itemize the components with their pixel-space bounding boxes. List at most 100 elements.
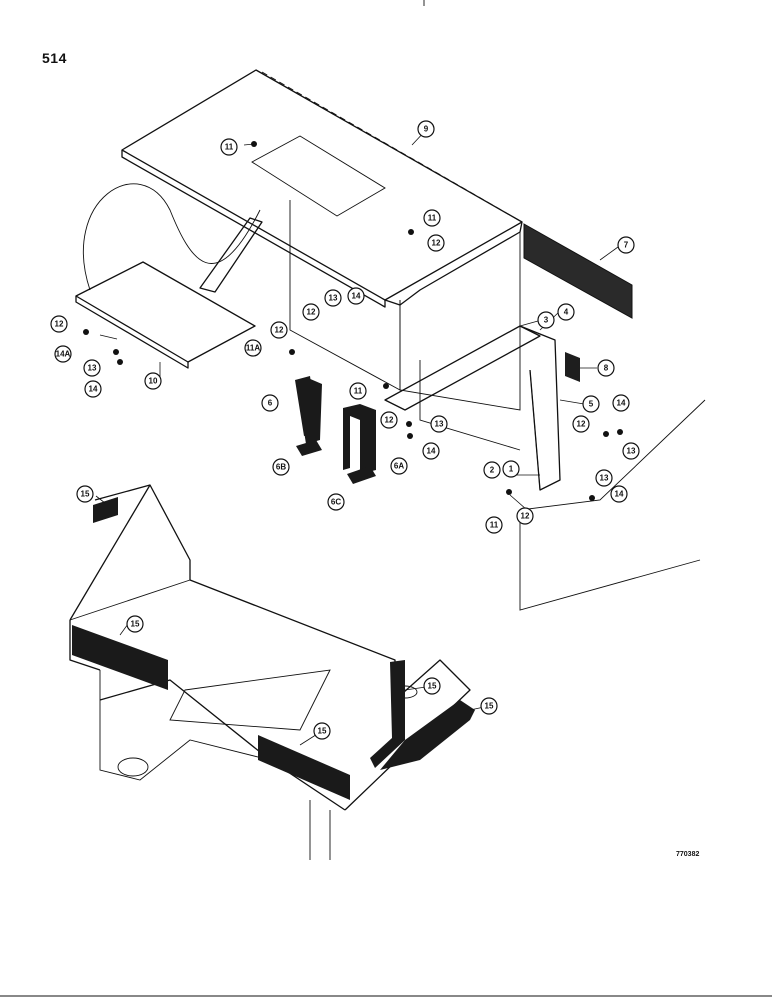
callout-14-a: 14 [347,287,365,305]
bracket-rail [384,325,561,491]
lower-frame [69,484,471,860]
callout-15-b: 15 [126,615,144,633]
callout-11a: 11A [244,339,262,357]
callout-11-bot: 11 [485,516,503,534]
isolator-6a [343,404,376,474]
svg-text:13: 13 [329,294,338,303]
svg-text:13: 13 [435,420,444,429]
callout-12-left: 12 [50,315,68,333]
svg-text:11A: 11A [246,344,260,353]
svg-text:5: 5 [589,400,594,409]
svg-text:12: 12 [55,320,64,329]
callout-14a: 14A [54,345,72,363]
isolator-6b [296,440,322,456]
callout-15-e: 15 [313,722,331,740]
svg-text:15: 15 [318,727,327,736]
callout-13-d: 13 [595,469,613,487]
callout-12-c: 12 [380,411,398,429]
callout-6c: 6C [327,493,345,511]
callout-10: 10 [144,372,162,390]
callout-12-a: 12 [270,321,288,339]
svg-text:4: 4 [564,308,569,317]
isolator-6c [347,466,376,484]
svg-text:3: 3 [544,316,549,325]
callout-2: 2 [483,461,501,479]
svg-text:15: 15 [428,682,437,691]
callout-12-mid: 12 [427,234,445,252]
svg-text:12: 12 [307,308,316,317]
callout-12-e: 12 [516,507,534,525]
svg-text:1: 1 [509,465,514,474]
svg-text:12: 12 [385,416,394,425]
insulation-pad [523,223,633,319]
callout-11-low: 11 [349,382,367,400]
callout-1: 1 [502,460,520,478]
callout-14-c: 14 [612,394,630,412]
callout-12-d: 12 [572,415,590,433]
svg-text:13: 13 [627,447,636,456]
rubber-strip-b [72,625,168,690]
svg-text:13: 13 [88,364,97,373]
svg-text:11: 11 [428,214,437,223]
figure-code: 770382 [676,851,700,858]
svg-text:12: 12 [521,512,530,521]
svg-text:12: 12 [432,239,441,248]
callout-8: 8 [597,359,615,377]
isolator-6 [295,376,322,444]
rubber-strip-d [370,660,405,768]
page-number: 514 [42,50,67,66]
svg-text:15: 15 [81,490,90,499]
rubber-strip-c [258,735,350,800]
front-panel [289,200,523,451]
svg-text:11: 11 [490,521,499,530]
callout-12-b: 12 [302,303,320,321]
svg-text:15: 15 [131,620,140,629]
svg-text:6A: 6A [394,462,404,471]
callout-5: 5 [582,395,600,413]
hose-line [83,183,261,291]
floor-plate [75,261,256,369]
svg-text:15: 15 [485,702,494,711]
cover-panel [121,69,523,308]
callout-14-left: 14 [84,380,102,398]
callout-6a: 6A [390,457,408,475]
callout-15-c: 15 [423,677,441,695]
callout-11-top: 11 [220,138,238,156]
svg-text:6B: 6B [276,463,286,472]
callout-15-d: 15 [480,697,498,715]
callout-13-a: 13 [324,289,342,307]
callout-15-a: 15 [76,485,94,503]
callout-13-b: 13 [430,415,448,433]
svg-text:13: 13 [600,474,609,483]
support-wedge [519,399,706,611]
rubber-strip-a [93,497,118,523]
svg-text:14: 14 [427,447,436,456]
callout-14-b: 14 [422,442,440,460]
pad-8 [565,352,580,382]
svg-text:14: 14 [615,490,624,499]
rubber-strip-e [380,700,475,770]
callout-13-left: 13 [83,359,101,377]
svg-text:14: 14 [352,292,361,301]
callout-11-mid: 11 [423,209,441,227]
hose-band [199,217,263,293]
callout-9: 9 [417,120,435,138]
callout-6b: 6B [272,458,290,476]
svg-text:6: 6 [268,399,273,408]
callout-14-d: 14 [610,485,628,503]
svg-text:14: 14 [89,385,98,394]
svg-text:12: 12 [577,420,586,429]
svg-text:9: 9 [424,125,429,134]
svg-text:11: 11 [354,387,363,396]
callout-13-c: 13 [622,442,640,460]
svg-text:8: 8 [604,364,609,373]
svg-text:6C: 6C [331,498,341,507]
callout-6: 6 [261,394,279,412]
svg-text:11: 11 [225,143,234,152]
callout-4: 4 [557,303,575,321]
svg-text:10: 10 [149,377,158,386]
svg-text:7: 7 [624,241,629,250]
callout-3: 3 [537,311,555,329]
callout-7: 7 [617,236,635,254]
